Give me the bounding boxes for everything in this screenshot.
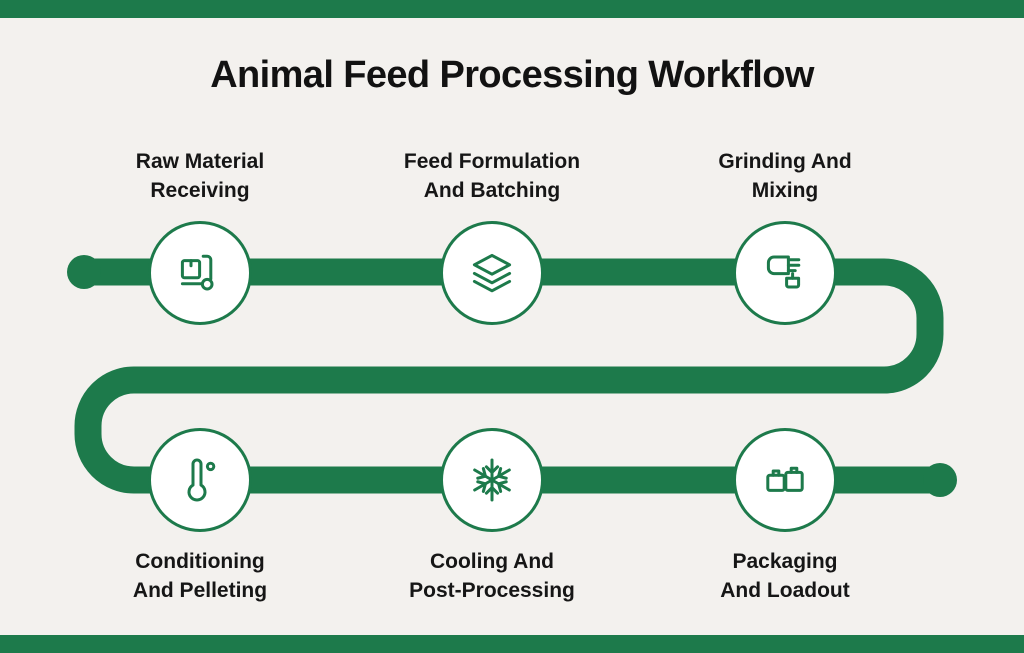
flow-path	[74, 258, 944, 494]
step-label-grinding-mixing: Grinding And Mixing	[718, 150, 852, 203]
grinder-icon	[766, 255, 801, 289]
step-node-feed-formulation-batching	[440, 221, 544, 325]
step-node-raw-material-receiving	[148, 221, 252, 325]
hand-truck-icon	[180, 254, 214, 291]
step-node-conditioning-pelleting	[148, 428, 252, 532]
top-accent-bar	[0, 0, 1024, 18]
flow-end-dot	[923, 463, 957, 497]
thermometer-icon	[187, 458, 216, 502]
layers-icon	[472, 253, 512, 293]
step-label-conditioning-pelleting: Conditioning And Pelleting	[132, 550, 268, 602]
boxes-icon	[766, 466, 804, 492]
bottom-accent-bar	[0, 635, 1024, 653]
step-label-cooling-post-processing: Cooling And Post-Processing	[409, 550, 575, 602]
step-node-cooling-post-processing	[440, 428, 544, 532]
flow-start-dot	[67, 255, 101, 289]
step-label-raw-material-receiving: Raw Material Receiving	[135, 150, 265, 203]
step-node-grinding-mixing	[733, 221, 837, 325]
workflow-title: Animal Feed Processing Workflow	[210, 54, 814, 96]
step-label-packaging-loadout: Packaging And Loadout	[720, 550, 850, 602]
step-node-packaging-loadout	[733, 428, 837, 532]
step-label-feed-formulation-batching: Feed Formulation And Batching	[403, 150, 581, 203]
snowflake-icon	[473, 458, 511, 502]
